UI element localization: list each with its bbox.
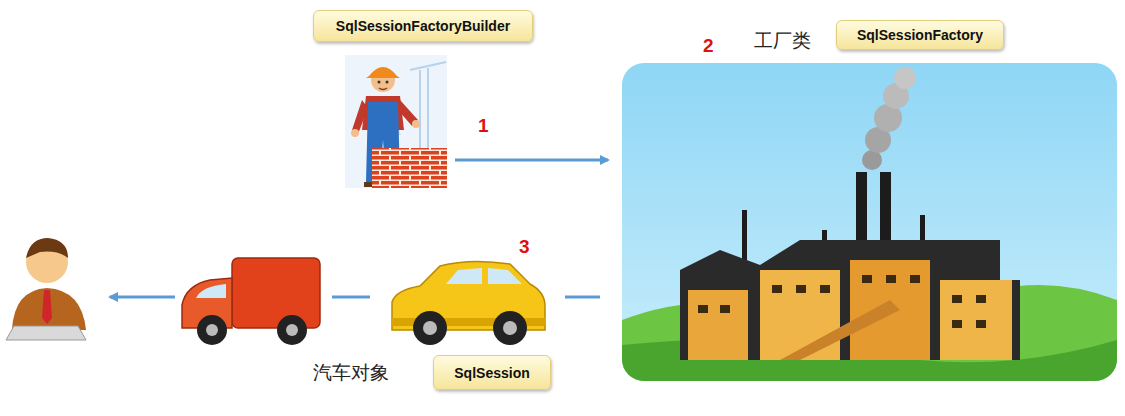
box-label: SqlSession — [454, 365, 529, 381]
label-box: SqlSessionFactory — [836, 20, 1004, 50]
flow-arrow — [110, 296, 175, 299]
caption-label: 汽车对象 — [313, 360, 389, 386]
label-box: SqlSessionFactoryBuilder — [313, 10, 533, 42]
factory-picture — [622, 63, 1117, 381]
worker-picture: tterst — [345, 55, 447, 188]
van-picture — [182, 258, 320, 345]
flow-arrow — [455, 159, 608, 162]
label-box: SqlSession — [433, 355, 551, 390]
flow-line — [332, 296, 370, 299]
flow-line — [565, 296, 600, 299]
caption-label: 工厂类 — [754, 28, 811, 54]
car-picture — [392, 261, 545, 345]
user-picture — [6, 238, 86, 340]
callout-number: 1 — [478, 115, 489, 137]
box-label: SqlSessionFactoryBuilder — [336, 18, 510, 34]
callout-number: 2 — [703, 35, 714, 57]
box-label: SqlSessionFactory — [857, 27, 983, 43]
callout-number: 3 — [519, 236, 530, 258]
